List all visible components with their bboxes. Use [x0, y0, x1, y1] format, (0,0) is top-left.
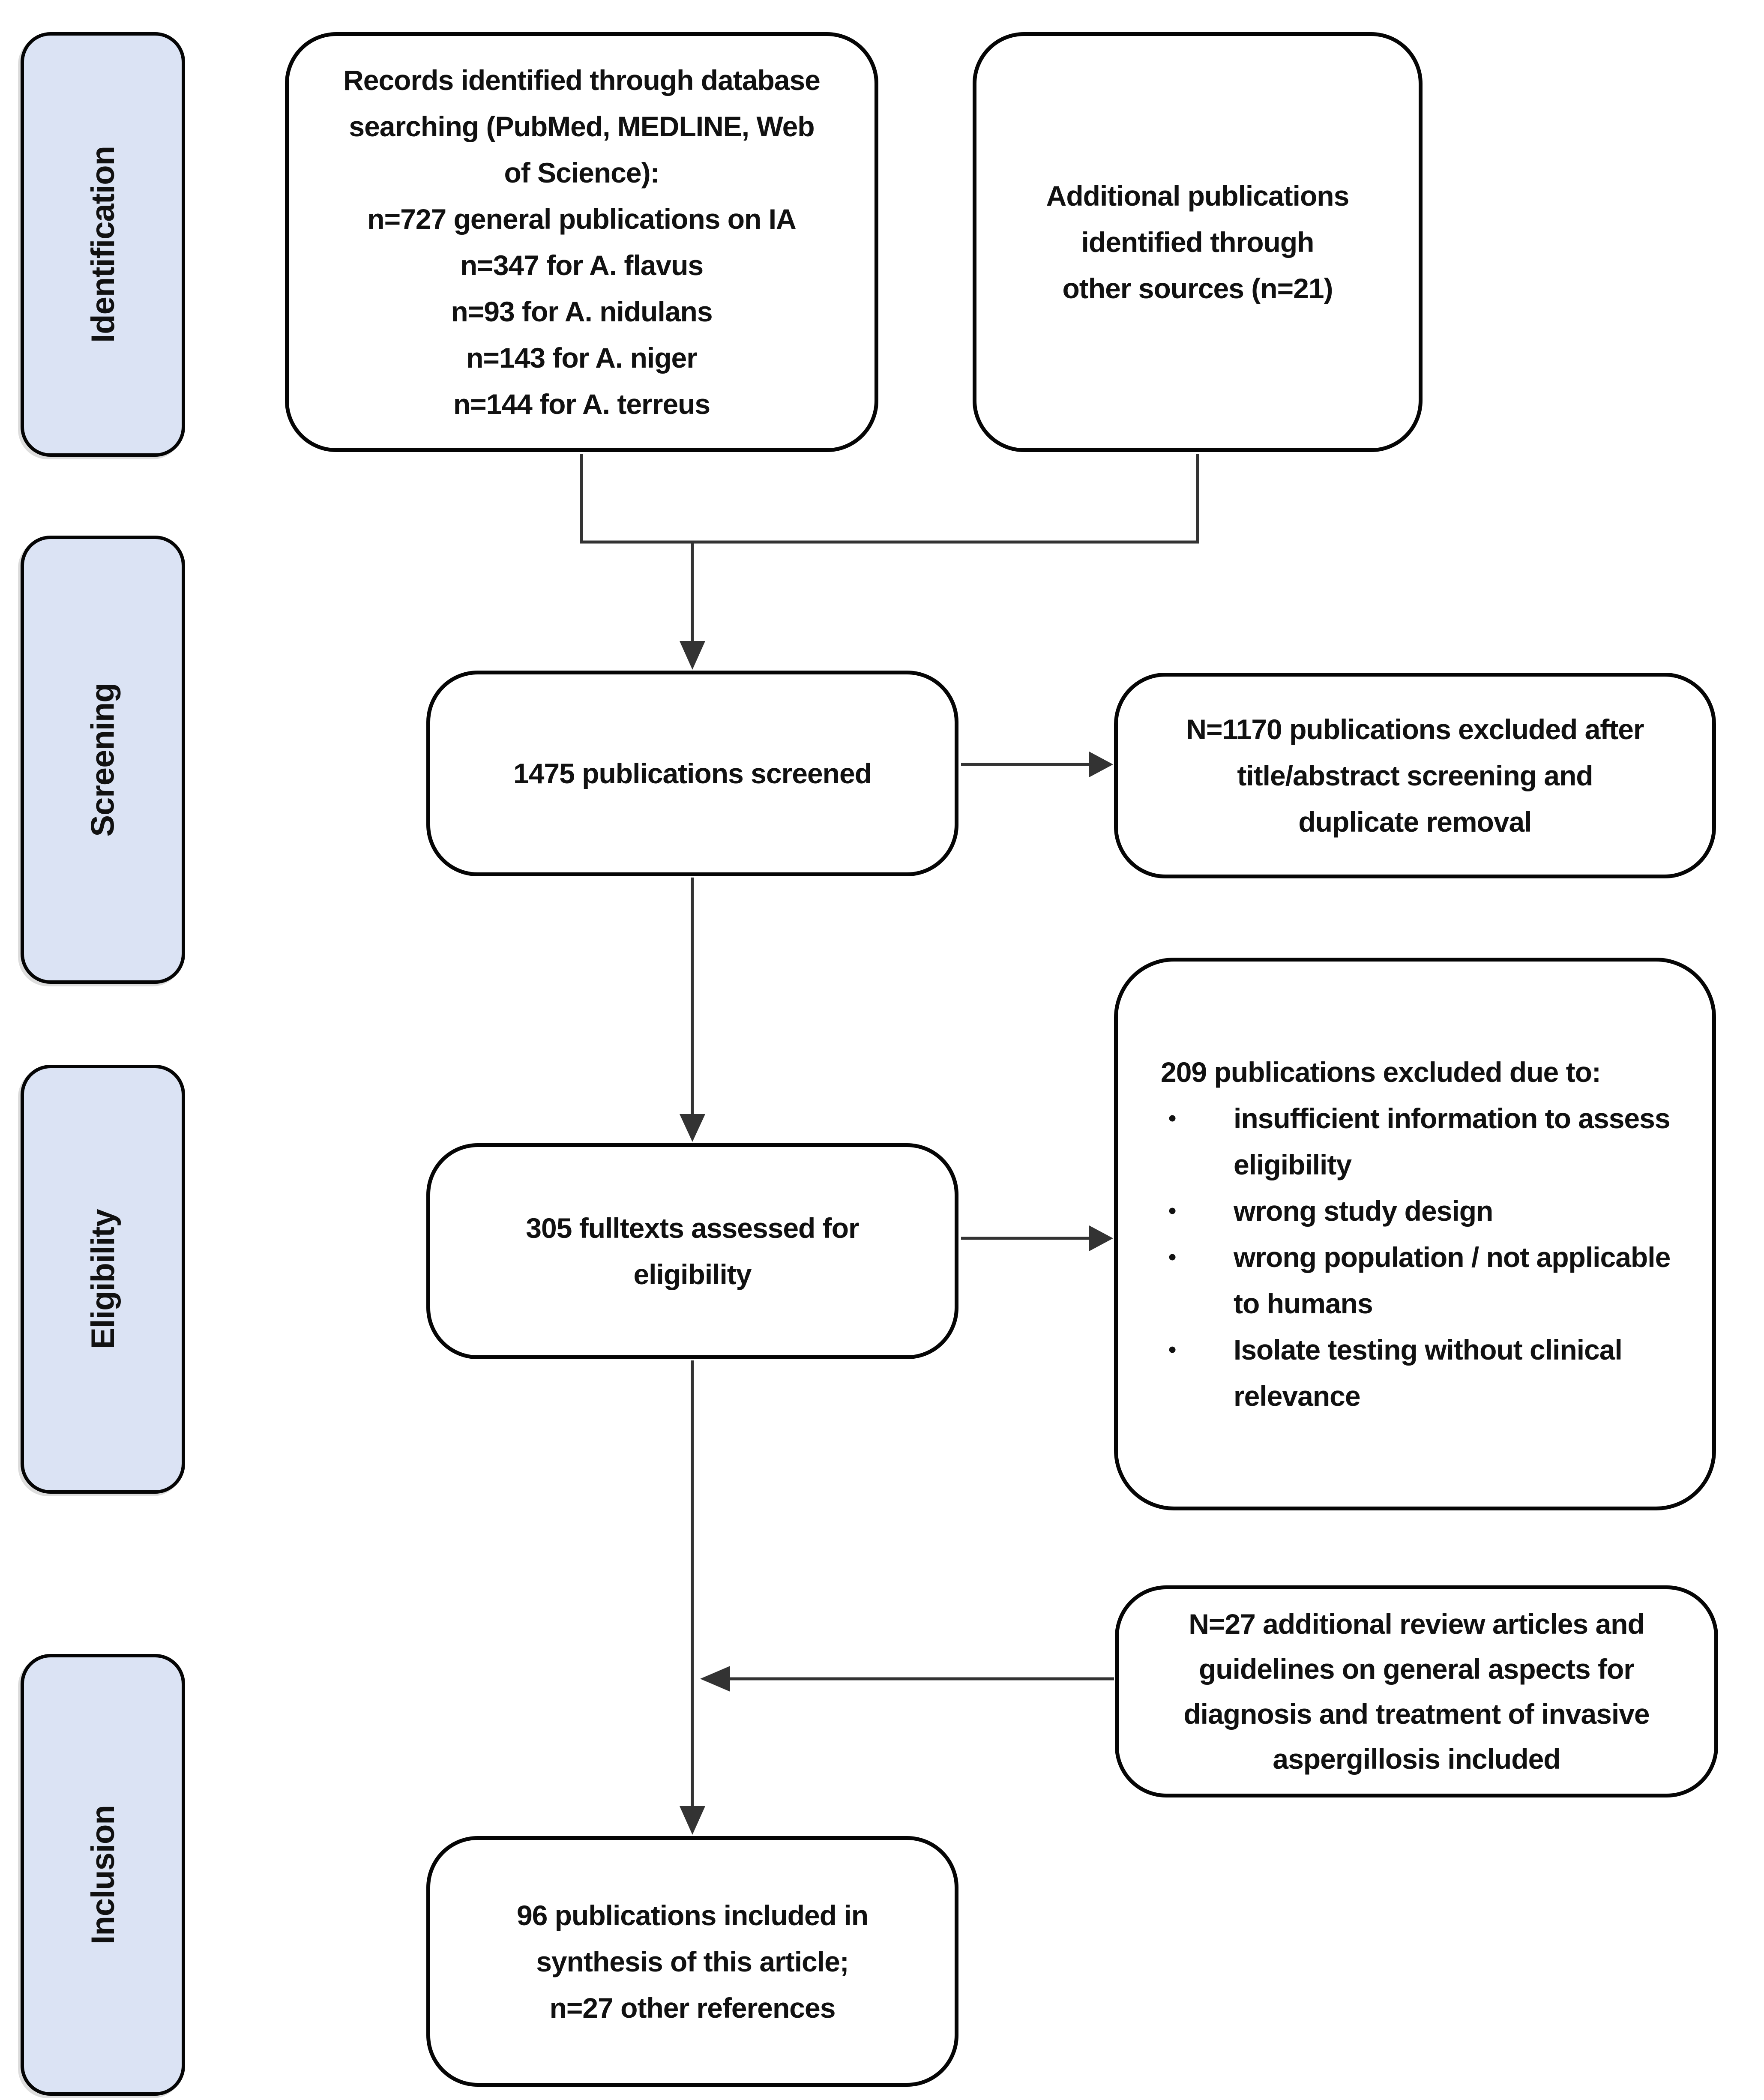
additional-reviews-box: N=27 additional review articles and guid… — [1115, 1585, 1718, 1797]
connector-merge-lines — [580, 454, 1199, 544]
exclusion-reasons-list: • insufficient information to assess eli… — [1161, 1095, 1682, 1419]
stage-label: Screening — [84, 683, 121, 837]
list-item: • Isolate testing without clinical relev… — [1161, 1327, 1682, 1419]
box-text-line: aspergillosis included — [1273, 1743, 1560, 1775]
records-identified-box: Records identified through database sear… — [285, 32, 878, 452]
box-text-line: guidelines on general aspects for — [1199, 1653, 1635, 1685]
sidebar-stage-eligibility: Eligibility — [21, 1065, 185, 1494]
list-item: • wrong population / not applicable to h… — [1161, 1234, 1682, 1327]
box-text-line: 305 fulltexts assessed for — [526, 1212, 859, 1244]
box-text-line: n=347 for A. flavus — [460, 249, 704, 281]
list-item: • insufficient information to assess eli… — [1161, 1095, 1682, 1188]
box-text-line: n=27 other references — [549, 1992, 836, 2024]
box-text-line: synthesis of this article; — [536, 1945, 849, 1977]
box-text-line: N=27 additional review articles and — [1189, 1608, 1645, 1640]
stage-label: Inclusion — [84, 1805, 121, 1944]
box-text-line: of Science): — [504, 157, 659, 189]
sidebar-stage-identification: Identification — [21, 32, 185, 457]
box-text-line: n=727 general publications on IA — [367, 203, 796, 235]
publications-screened-box: 1475 publications screened — [426, 671, 958, 876]
box-text-line: searching (PubMed, MEDLINE, Web — [349, 111, 815, 142]
box-text-line: identified through — [1081, 226, 1315, 258]
box-text-line: Additional publications — [1046, 180, 1350, 212]
box-text-line: diagnosis and treatment of invasive — [1183, 1698, 1650, 1730]
arrow-screened-to-fulltexts-icon — [680, 878, 705, 1142]
box-text-line: n=93 for A. nidulans — [451, 296, 713, 327]
box-text-line: 1475 publications screened — [513, 758, 872, 789]
excluded-after-screening-box: N=1170 publications excluded after title… — [1114, 673, 1716, 878]
publications-included-box: 96 publications included in synthesis of… — [426, 1836, 958, 2087]
bullet-icon: • — [1168, 1106, 1176, 1131]
bullet-icon: • — [1168, 1198, 1176, 1223]
box-text-line: N=1170 publications excluded after — [1186, 713, 1644, 745]
exclusion-heading: 209 publications excluded due to: — [1161, 1056, 1601, 1088]
bullet-text: wrong population / not applicable to hum… — [1234, 1241, 1671, 1319]
bullet-text: Isolate testing without clinical relevan… — [1234, 1334, 1623, 1412]
stage-label: Identification — [84, 146, 121, 343]
box-text-line: Records identified through database — [343, 64, 821, 96]
additional-sources-box: Additional publications identified throu… — [973, 32, 1423, 452]
box-text-line: duplicate removal — [1298, 806, 1532, 838]
box-text-line: title/abstract screening and — [1237, 760, 1593, 791]
arrow-reviews-to-flow-icon — [700, 1666, 1114, 1692]
stage-label: Eligibility — [84, 1209, 121, 1349]
bullet-text: wrong study design — [1234, 1195, 1493, 1227]
box-text-line: 96 publications included in — [516, 1899, 869, 1931]
box-text-line: other sources (n=21) — [1062, 273, 1333, 304]
list-item: • wrong study design — [1161, 1188, 1682, 1234]
bullet-icon: • — [1168, 1245, 1176, 1270]
arrow-merge-to-screened-icon — [680, 542, 705, 670]
arrow-fulltexts-to-excluded-icon — [961, 1225, 1113, 1251]
excluded-eligibility-box: 209 publications excluded due to: • insu… — [1114, 958, 1716, 1510]
arrow-fulltexts-to-included-icon — [680, 1360, 705, 1835]
box-text-line: eligibility — [633, 1258, 752, 1290]
bullet-icon: • — [1168, 1337, 1176, 1362]
bullet-text: insufficient information to assess eligi… — [1234, 1102, 1671, 1180]
sidebar-stage-inclusion: Inclusion — [21, 1654, 185, 2096]
box-text-line: n=143 for A. niger — [466, 342, 698, 374]
sidebar-stage-screening: Screening — [21, 536, 185, 984]
arrow-screened-to-excluded-icon — [961, 752, 1113, 777]
box-text-line: n=144 for A. terreus — [453, 388, 710, 420]
fulltexts-assessed-box: 305 fulltexts assessed for eligibility — [426, 1143, 958, 1359]
